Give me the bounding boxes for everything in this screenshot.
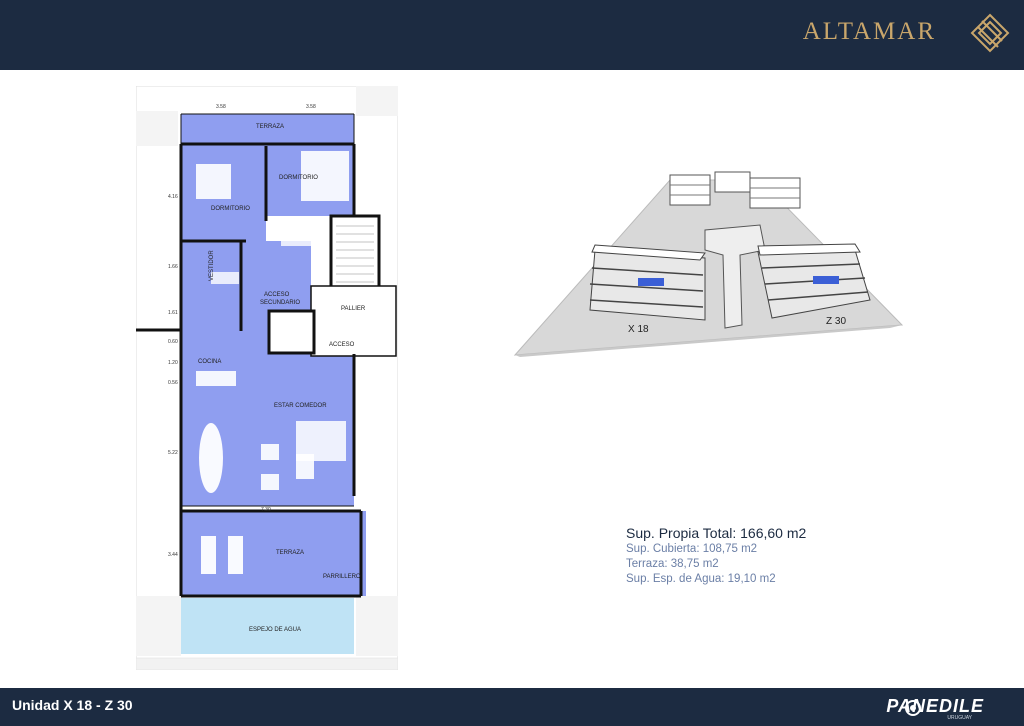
panedile-logo-icon bbox=[905, 700, 921, 716]
stair-core bbox=[329, 214, 381, 293]
tower-label-x18: X 18 bbox=[628, 324, 649, 335]
dim-top-left: 3.58 bbox=[216, 104, 226, 110]
room-terraza-top: TERRAZA bbox=[256, 124, 284, 130]
espejo-agua-area bbox=[181, 598, 354, 654]
header-bar: ALTAMAR bbox=[0, 0, 1024, 70]
dim-7: 5.22 bbox=[168, 450, 178, 456]
dim-width: 7.30 bbox=[261, 507, 271, 513]
terraza-top-area bbox=[181, 114, 354, 146]
dim-3: 1.61 bbox=[168, 310, 178, 316]
dim-6: 0.56 bbox=[168, 380, 178, 386]
area-agua: Sup. Esp. de Agua: 19,10 m2 bbox=[626, 573, 776, 585]
elevator bbox=[267, 309, 316, 355]
room-palier: PALLIER bbox=[341, 306, 366, 312]
area-cubierta: Sup. Cubierta: 108,75 m2 bbox=[626, 543, 758, 555]
tower-label-z30: Z 30 bbox=[826, 316, 846, 327]
altamar-diamond-logo-icon bbox=[970, 13, 1010, 53]
room-dormitorio-1: DORMITORIO bbox=[211, 206, 250, 212]
service-area bbox=[181, 286, 241, 331]
dim-1: 4.16 bbox=[168, 194, 178, 200]
area-total: Sup. Propia Total: 166,60 m2 bbox=[626, 525, 807, 541]
area-terraza: Terraza: 38,75 m2 bbox=[626, 558, 719, 570]
company-subtitle: URUGUAY bbox=[947, 715, 972, 721]
room-terraza-bottom: TERRAZA bbox=[276, 550, 304, 556]
room-dormitorio-2: DORMITORIO bbox=[279, 175, 318, 181]
room-vestidor: VESTIDOR bbox=[209, 250, 215, 281]
room-estar-comedor: ESTAR COMEDOR bbox=[274, 403, 327, 409]
pallier-area bbox=[310, 285, 397, 357]
company-name: PANEDILE bbox=[886, 696, 984, 716]
dim-8: 3.44 bbox=[168, 552, 178, 558]
footer-bar: Unidad X 18 - Z 30 PANEDILE URUGUAY bbox=[0, 688, 1024, 726]
brand-name: ALTAMAR bbox=[802, 18, 936, 45]
room-parrillero: PARRILLERO bbox=[323, 574, 361, 580]
room-espejo-agua: ESPEJO DE AGUA bbox=[249, 627, 301, 633]
acceso-secundario-area bbox=[241, 241, 311, 311]
dim-top-right: 3.58 bbox=[306, 104, 316, 110]
dim-5: 1.20 bbox=[168, 360, 178, 366]
unit-title: Unidad X 18 - Z 30 bbox=[12, 697, 133, 713]
floor-plan: 3.58 3.58 4.16 1.66 1.61 0.60 1.20 0.56 … bbox=[136, 86, 398, 670]
room-acceso-sec-2: SECUNDARIO bbox=[260, 300, 300, 306]
dim-2: 1.66 bbox=[168, 264, 178, 270]
building-render: X 18 Z 30 bbox=[510, 160, 910, 360]
area-summary: Sup. Propia Total: 166,60 m2 Sup. Cubier… bbox=[626, 524, 806, 587]
room-acceso: ACCESO bbox=[329, 342, 355, 348]
dim-4: 0.60 bbox=[168, 339, 178, 345]
room-cocina: COCINA bbox=[198, 359, 221, 365]
room-acceso-sec-1: ACCESO bbox=[264, 292, 290, 298]
